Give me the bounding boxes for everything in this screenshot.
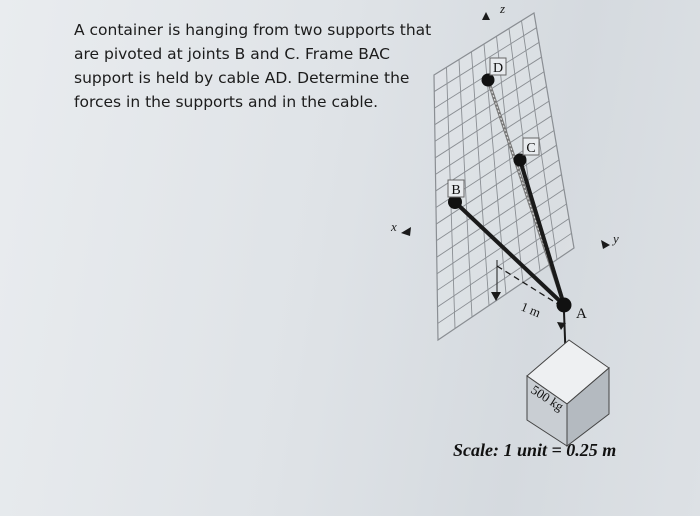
wall-grid-line [435, 86, 547, 159]
y-axis-label: y [611, 231, 619, 246]
wall-grid-line [437, 218, 570, 308]
wall-grid-line [434, 71, 545, 142]
label-c: C [522, 137, 540, 156]
problem-line: A container is hanging from two supports… [74, 21, 432, 39]
box-side [566, 366, 610, 448]
y-axis: y [601, 231, 619, 249]
problem-statement: A container is hanging from two supports… [74, 18, 432, 114]
wall-grid-line [436, 159, 560, 242]
wall-grid-line [435, 100, 550, 175]
dimension-arrow-left [491, 292, 501, 301]
wall-grid-line [436, 144, 557, 225]
member-ca [518, 159, 566, 306]
wall-grid-line [435, 115, 552, 192]
scale-note: Scale: 1 unit = 0.25 m [453, 440, 617, 460]
z-axis-label: z [499, 1, 505, 16]
wall-grid-line [436, 174, 562, 258]
label-b-text: B [451, 183, 460, 198]
label-b: B [447, 179, 465, 198]
wall-grid-line [436, 188, 565, 275]
wall-grid-line [437, 232, 572, 324]
label-a: A [576, 306, 587, 322]
wall-grid-line [434, 27, 537, 92]
problem-line: are pivoted at joints B and C. Frame BAC [74, 45, 391, 63]
container-box: 500 kg [526, 339, 610, 448]
label-d-text: D [493, 61, 503, 76]
joint-a [556, 297, 572, 313]
z-axis: z [482, 1, 505, 20]
joint-b [448, 195, 462, 209]
label-d: D [489, 57, 507, 76]
member-ba [453, 200, 566, 307]
joint-d [481, 73, 495, 87]
problem-line: support is held by cable AD. Determine t… [74, 69, 410, 87]
dimension-label: 1 m [519, 299, 543, 320]
joint-c [513, 153, 527, 167]
x-axis: x [390, 219, 411, 236]
x-axis-label: x [390, 219, 397, 234]
wall-grid-line [434, 56, 542, 126]
problem-line: forces in the supports and in the cable. [74, 93, 379, 111]
label-c-text: C [526, 141, 535, 156]
